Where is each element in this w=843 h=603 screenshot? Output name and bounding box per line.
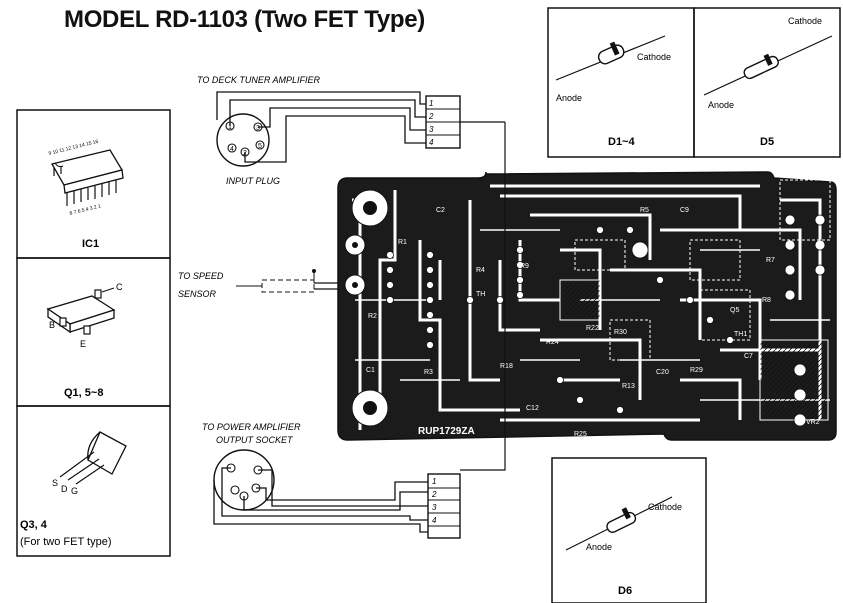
q3-fet-icon	[59, 431, 127, 485]
q1-pin-c: C	[116, 282, 123, 292]
q1-pin-e: E	[80, 339, 86, 349]
d6-caption: D6	[618, 585, 632, 597]
ic1-caption: IC1	[82, 238, 99, 250]
plug-pin-label-5: 5	[258, 143, 262, 150]
output-socket-assembly: TO POWER AMPLIFIER OUTPUT SOCKET 1 2 3 4	[202, 175, 506, 539]
d6-anode-label: Anode	[586, 542, 612, 552]
d5-cathode-label: Cathode	[788, 16, 822, 26]
q1-pin-b: B	[49, 320, 55, 330]
diode-d6-icon	[606, 507, 637, 533]
pcb-ref-r2: R2	[368, 313, 377, 320]
ic1-panel: 9 10 11 12 13 14 15 16 8 7 6 5 4 3 2 1 I…	[16, 109, 171, 259]
pcb-ref-r1: R1	[398, 239, 407, 246]
diode-d5-panel: Cathode Anode D5	[693, 7, 841, 158]
input-plug-assembly: TO DECK TUNER AMPLIFIER INPUT PLUG 1 3 4…	[197, 75, 506, 186]
q1-transistor-icon	[46, 287, 116, 335]
q3-pin-d: D	[61, 484, 68, 494]
plug-pin-label-3: 3	[256, 125, 260, 132]
power-terminal-1: 1	[432, 477, 436, 486]
q3-pin-g: G	[71, 486, 78, 496]
pcb-ref-r25: R25	[574, 431, 587, 438]
diode-d5-icon	[743, 53, 779, 80]
pcb-ref-th1: TH1	[734, 331, 747, 338]
plug-pin-label-1: 1	[228, 124, 232, 131]
pcb-ref-r8: R8	[762, 297, 771, 304]
pcb-ref-c9: C9	[680, 207, 689, 214]
pcb-board: RUP1729ZA R3 R1 TH R18 R4 R2 C1 R9 R22 R…	[337, 171, 837, 441]
d6-cathode-label: Cathode	[648, 502, 682, 512]
power-amp-label-2: OUTPUT SOCKET	[216, 435, 294, 445]
ic1-chip-icon	[51, 149, 124, 206]
q3-pin-s: S	[52, 478, 58, 488]
d5-caption: D5	[760, 136, 774, 148]
q1-caption: Q1, 5~8	[64, 387, 103, 399]
pcb-ref-r13: R13	[622, 383, 635, 390]
power-terminal-block	[427, 473, 461, 539]
input-plug-pin-5	[255, 140, 265, 150]
deck-terminal-1: 1	[429, 99, 433, 108]
d1-4-caption: D1~4	[608, 136, 635, 148]
plug-pin-label-4: 4	[230, 146, 234, 153]
pcb-ref-r24: R24	[546, 339, 559, 346]
d5-anode-label: Anode	[708, 100, 734, 110]
diode-d1-4-panel: Cathode Anode D1~4	[547, 7, 695, 158]
pcb-ref-r22: R22	[586, 325, 599, 332]
pcb-ref-c1: C1	[366, 367, 375, 374]
input-plug-icon	[216, 113, 270, 167]
pcb-ref-r3: R3	[424, 369, 433, 376]
pcb-ref-r29: R29	[690, 367, 703, 374]
d1-4-cathode-label: Cathode	[637, 52, 671, 62]
ic1-bottom-pins: 8 7 6 5 4 3 2 1	[69, 203, 102, 217]
speed-sensor-label-1: TO SPEED	[178, 271, 224, 281]
output-socket-pin-4	[230, 485, 240, 495]
deck-tuner-label: TO DECK TUNER AMPLIFIER	[197, 75, 321, 85]
pcb-ref-c12: C12	[526, 405, 539, 412]
pcb-ref-r9: R9	[520, 263, 529, 270]
pcb-ref-c2: C2	[436, 207, 445, 214]
pcb-ref-r18: R18	[500, 363, 513, 370]
deck-terminal-4: 4	[429, 138, 434, 147]
pcb-ref-r30: R30	[614, 329, 627, 336]
pcb-ref-c20: C20	[656, 369, 669, 376]
speed-sensor-label-2: SENSOR	[178, 289, 217, 299]
pcb-ref-r4: R4	[476, 267, 485, 274]
pcb-ref-vr2: VR2	[806, 419, 820, 426]
diode-d6-panel: Cathode Anode D6	[551, 457, 707, 603]
pcb-ref-r5: R5	[640, 207, 649, 214]
pcb-ref-th: TH	[476, 291, 485, 298]
deck-terminal-2: 2	[428, 112, 434, 121]
q3-panel: S D G Q3, 4 (For two FET type)	[16, 405, 171, 557]
pcb-ref-q5: Q5	[730, 307, 739, 314]
d1-4-anode-label: Anode	[556, 93, 582, 103]
power-terminal-3: 3	[432, 503, 437, 512]
power-terminal-4: 4	[432, 516, 437, 525]
input-plug-label: INPUT PLUG	[226, 176, 280, 186]
input-plug-pin-4	[227, 143, 237, 153]
deck-terminal-3: 3	[429, 125, 434, 134]
page-title: MODEL RD-1103 (Two FET Type)	[64, 6, 425, 33]
pcb-ref-r7: R7	[766, 257, 775, 264]
pcb-code-label: RUP1729ZA	[418, 426, 475, 437]
power-amp-label-1: TO POWER AMPLIFIER	[202, 422, 301, 432]
q3-caption-line1: Q3, 4	[20, 519, 48, 531]
q3-caption-line2: (For two FET type)	[20, 536, 111, 548]
speed-sensor-connector: TO SPEED SENSOR	[178, 269, 350, 299]
q1-panel: C B E Q1, 5~8	[16, 257, 171, 407]
pcb-ref-c7: C7	[744, 353, 753, 360]
power-terminal-2: 2	[431, 490, 437, 499]
diode-d1-4-icon	[597, 41, 625, 65]
